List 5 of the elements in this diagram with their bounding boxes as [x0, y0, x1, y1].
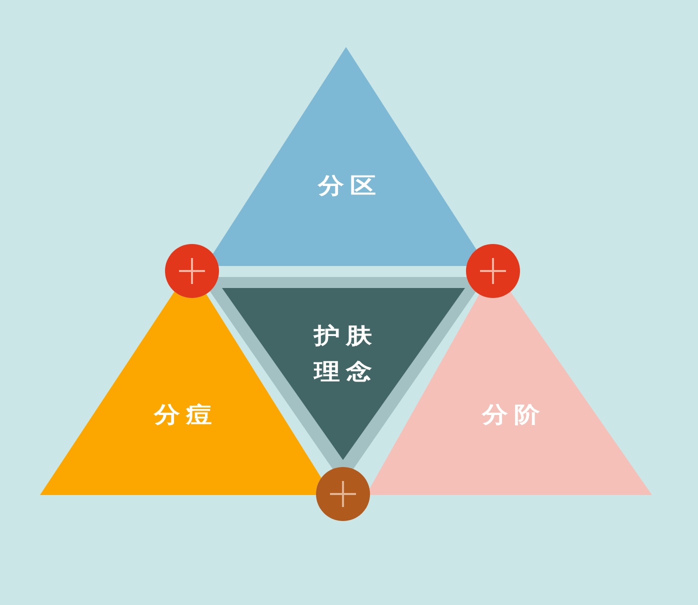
triangle-label: 护肤理念: [312, 323, 379, 387]
triangle-label: 分痘: [152, 402, 218, 430]
triangle-label: 分区: [316, 173, 382, 201]
triangle: [212, 47, 477, 266]
triangle-label: 分阶: [480, 402, 546, 430]
